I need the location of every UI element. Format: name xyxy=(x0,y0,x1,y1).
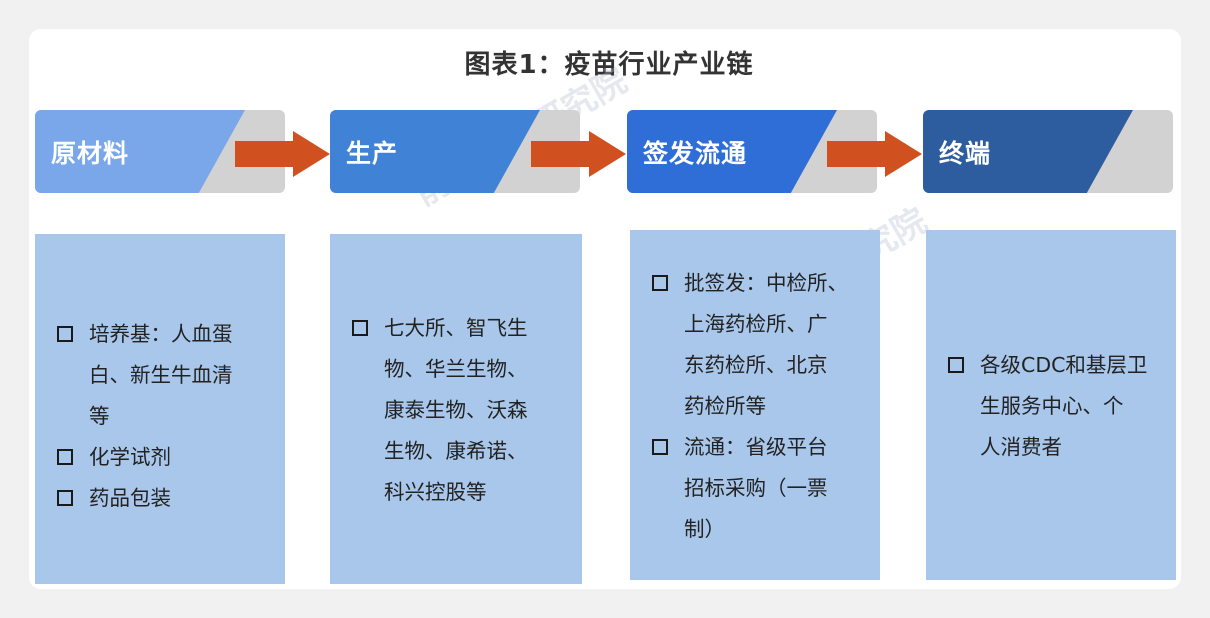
item-list: 各级CDC和基层卫 生服务中心、个 人消费者 xyxy=(948,345,1162,468)
checkbox-bullet-icon xyxy=(352,320,368,336)
stage-box-production: 七大所、智飞生 物、华兰生物、 康泰生物、沃森 生物、康希诺、 科兴控股等 xyxy=(330,234,582,584)
stage-label: 原材料 xyxy=(51,138,130,168)
checkbox-bullet-icon xyxy=(57,490,73,506)
right-arrow-icon xyxy=(235,131,330,177)
list-item: 培养基：人血蛋 白、新生牛血清 等 xyxy=(57,314,271,437)
stage-box-distribution: 批签发：中检所、 上海药检所、广 东药检所、北京 药检所等 流通：省级平台 招标… xyxy=(630,230,880,580)
diagram-title: 图表1：疫苗行业产业链 xyxy=(464,50,754,80)
list-item: 各级CDC和基层卫 生服务中心、个 人消费者 xyxy=(948,345,1162,468)
checkbox-bullet-icon xyxy=(652,439,668,455)
checkbox-bullet-icon xyxy=(652,275,668,291)
stage-label: 生产 xyxy=(346,138,399,168)
checkbox-bullet-icon xyxy=(948,357,964,373)
right-arrow-icon xyxy=(827,131,922,177)
list-item: 七大所、智飞生 物、华兰生物、 康泰生物、沃森 生物、康希诺、 科兴控股等 xyxy=(352,308,568,513)
stage-label: 终端 xyxy=(939,138,992,168)
list-item: 药品包装 xyxy=(57,478,271,519)
item-list: 批签发：中检所、 上海药检所、广 东药检所、北京 药检所等 流通：省级平台 招标… xyxy=(652,263,866,550)
item-list: 七大所、智飞生 物、华兰生物、 康泰生物、沃森 生物、康希诺、 科兴控股等 xyxy=(352,308,568,513)
checkbox-bullet-icon xyxy=(57,326,73,342)
right-arrow-icon xyxy=(531,131,626,177)
list-item: 化学试剂 xyxy=(57,437,271,478)
stage-header-terminal: 终端 xyxy=(923,110,1173,193)
list-item: 批签发：中检所、 上海药检所、广 东药检所、北京 药检所等 xyxy=(652,263,866,427)
stage-header-distribution: 签发流通 xyxy=(627,110,877,193)
checkbox-bullet-icon xyxy=(57,449,73,465)
stage-header-production: 生产 xyxy=(330,110,580,193)
stage-box-raw-materials: 培养基：人血蛋 白、新生牛血清 等 化学试剂 药品包装 xyxy=(35,234,285,584)
item-list: 培养基：人血蛋 白、新生牛血清 等 化学试剂 药品包装 xyxy=(57,314,271,519)
stage-box-terminal: 各级CDC和基层卫 生服务中心、个 人消费者 xyxy=(926,230,1176,580)
list-item: 流通：省级平台 招标采购（一票 制） xyxy=(652,427,866,550)
stage-label: 签发流通 xyxy=(643,138,748,168)
